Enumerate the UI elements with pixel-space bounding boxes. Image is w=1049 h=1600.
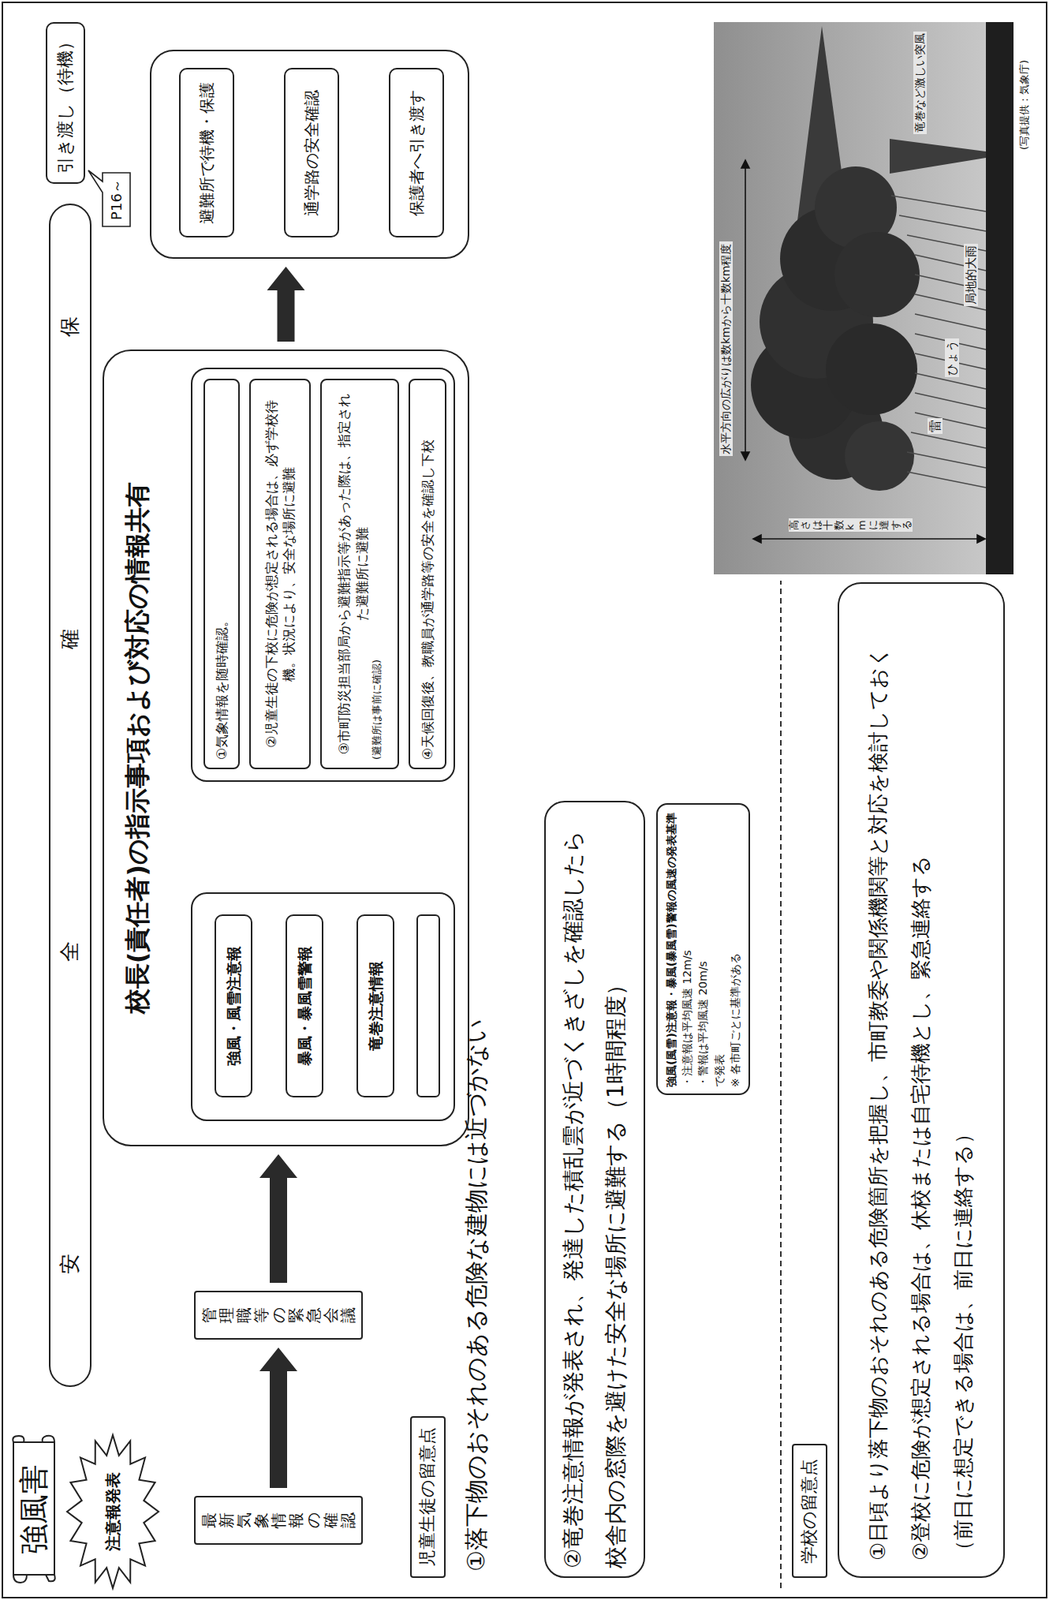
group-heading: 校長(責任者)の指示事項および対応の情報共有: [121, 350, 155, 1145]
node-text: 強風(風雪)注意報・暴風(暴風雪)警報の風速の発表基準: [664, 812, 679, 1087]
criteria-box: 強風(風雪)注意報・暴風(暴風雪)警報の風速の発表基準・注意報は平均風速 12m…: [656, 802, 751, 1095]
empty-box: [416, 914, 441, 1098]
photo-label: ひょう: [944, 338, 960, 378]
process-box: 最新気象情報の確認: [194, 1495, 363, 1545]
note-box: ②竜巻注意情報が発表され、発達した積乱雲が近づくきざしを確認したら校舎内の窓際を…: [544, 800, 646, 1578]
node-text: ①気象情報を随時確認。: [212, 613, 231, 760]
alert-box: 暴風・暴風雪警報: [285, 914, 324, 1098]
alert-star: 注意報発表: [66, 1433, 160, 1589]
photo-label: 竜巻など激しい突風: [913, 31, 927, 135]
callout-shape: [88, 170, 131, 227]
node-text: 校舎内の窓際を避けた安全な場所に避難する（1時間程度）: [601, 973, 631, 1568]
action-box: ③市町防災担当部局から避難指示等があった際は、指定された避難所に避難(避難所は事…: [320, 378, 400, 770]
process-box: 避難所で待機・保護: [179, 67, 235, 238]
block-arrow: [259, 1347, 298, 1488]
group-box: 校長(責任者)の指示事項および対応の情報共有強風・風雪注意報 暴風・暴風雪警報 竜巻…: [102, 349, 470, 1147]
node-text: 通学路の安全確認: [301, 89, 322, 217]
alert-box: 強風・風雪注意報: [214, 914, 253, 1098]
node-text: 引き渡し（待機）: [54, 33, 78, 174]
node-text: 管理職等の緊急会議: [200, 1306, 357, 1323]
action-box: ①気象情報を随時確認。: [203, 378, 240, 770]
dimension-label: 高さは十数kmに達する: [788, 518, 913, 532]
node-text: 強風・風雪注意報: [223, 945, 244, 1066]
node-text: 避難所で待機・保護: [196, 82, 217, 224]
dimension-label: 水平方向の広がりは数kmから十数km程度: [719, 242, 733, 457]
title-text: 強風害: [14, 1463, 54, 1554]
block-arrow: [267, 266, 306, 342]
photo-label: 局地的大雨: [963, 243, 979, 307]
node-text: 学校の留意点: [798, 1458, 822, 1564]
section-label: 引き渡し（待機）: [45, 22, 86, 184]
node-text: 最新気象情報の確認: [200, 1511, 357, 1528]
page-callout: P16～: [96, 171, 131, 228]
process-box: 保護者へ引き渡す: [388, 67, 445, 238]
star-shape: [67, 1434, 159, 1588]
note-text: ①落下物のおそれのある危険な建物には近づかない: [460, 1018, 492, 1572]
node-text: ①日頃より落下物のおそれのある危険箇所を把握し、市町教委や関係機関等と対応を検討…: [865, 645, 893, 1561]
handover-group: 避難所で待機・保護 通学路の安全確認 保護者へ引き渡す: [149, 49, 470, 259]
node-text: で発表: [712, 1053, 727, 1087]
process-box: 通学路の安全確認: [283, 67, 340, 238]
node-text: ②登校に危険が想定される場合は、休校または自宅待機とし、緊急連絡する: [907, 854, 935, 1561]
process-box: 管理職等の緊急会議: [194, 1290, 363, 1340]
node-text: 竜巻注意情報: [365, 960, 386, 1051]
alert-box: 竜巻注意情報: [356, 914, 395, 1098]
node-text: ・警報は平均風速 20m/s: [695, 960, 710, 1087]
photo-credit: (写真提供：気象庁): [1018, 59, 1032, 150]
alert-group: 強風・風雪注意報 暴風・暴風雪警報 竜巻注意情報: [190, 892, 456, 1121]
node-text: 注意報発表: [102, 1471, 124, 1551]
dashed-divider: [780, 580, 782, 1588]
node-text: 暴風・暴風雪警報: [294, 945, 315, 1066]
action-box: ④天候回復後、教職員が通学路等の安全を確認し下校: [408, 378, 447, 770]
note-box: ①日頃より落下物のおそれのある危険箇所を把握し、市町教委や関係機関等と対応を検討…: [837, 582, 1005, 1578]
node-text: 児童生徒の留意点: [416, 1426, 440, 1567]
photo-label: 雷: [927, 418, 943, 434]
action-box: ②児童生徒の下校に危険が想定される場合は、必ず学校待機。状況により、安全な場所に…: [249, 378, 311, 770]
node-text: ・注意報は平均風速 12m/s: [679, 949, 695, 1087]
node-text: （前日に想定できる場合は、前日に連絡する）: [950, 1123, 978, 1561]
node-text: ※ 各市町ごとに基準がある: [727, 952, 743, 1087]
node-text: P16～: [107, 179, 126, 221]
node-text: ③市町防災担当部局から避難指示等があった際は、指定された避難所に避難: [335, 388, 370, 760]
phase-band: 安全確保: [48, 203, 92, 1387]
band-text: 安全確保: [56, 24, 84, 1274]
node-text: ②児童生徒の下校に危険が想定される場合は、必ず学校待機。状況により、安全な場所に…: [262, 388, 298, 760]
block-arrow: [259, 1153, 298, 1283]
cloud-photo: [713, 22, 1014, 575]
node-text: (避難所は事前に確認): [370, 659, 385, 760]
node-text: ④天候回復後、教職員が通学路等の安全を確認し下校: [418, 439, 437, 760]
section-label: 児童生徒の留意点: [410, 1415, 446, 1578]
section-label: 学校の留意点: [791, 1443, 828, 1578]
node-text: ②竜巻注意情報が発表され、発達した積乱雲が近づくきざしを確認したら: [559, 829, 588, 1568]
action-group: ①気象情報を随時確認。 ②児童生徒の下校に危険が想定される場合は、必ず学校待機。状…: [190, 367, 456, 782]
scroll-title: 強風害: [9, 1433, 60, 1584]
node-text: 保護者へ引き渡す: [406, 89, 427, 217]
